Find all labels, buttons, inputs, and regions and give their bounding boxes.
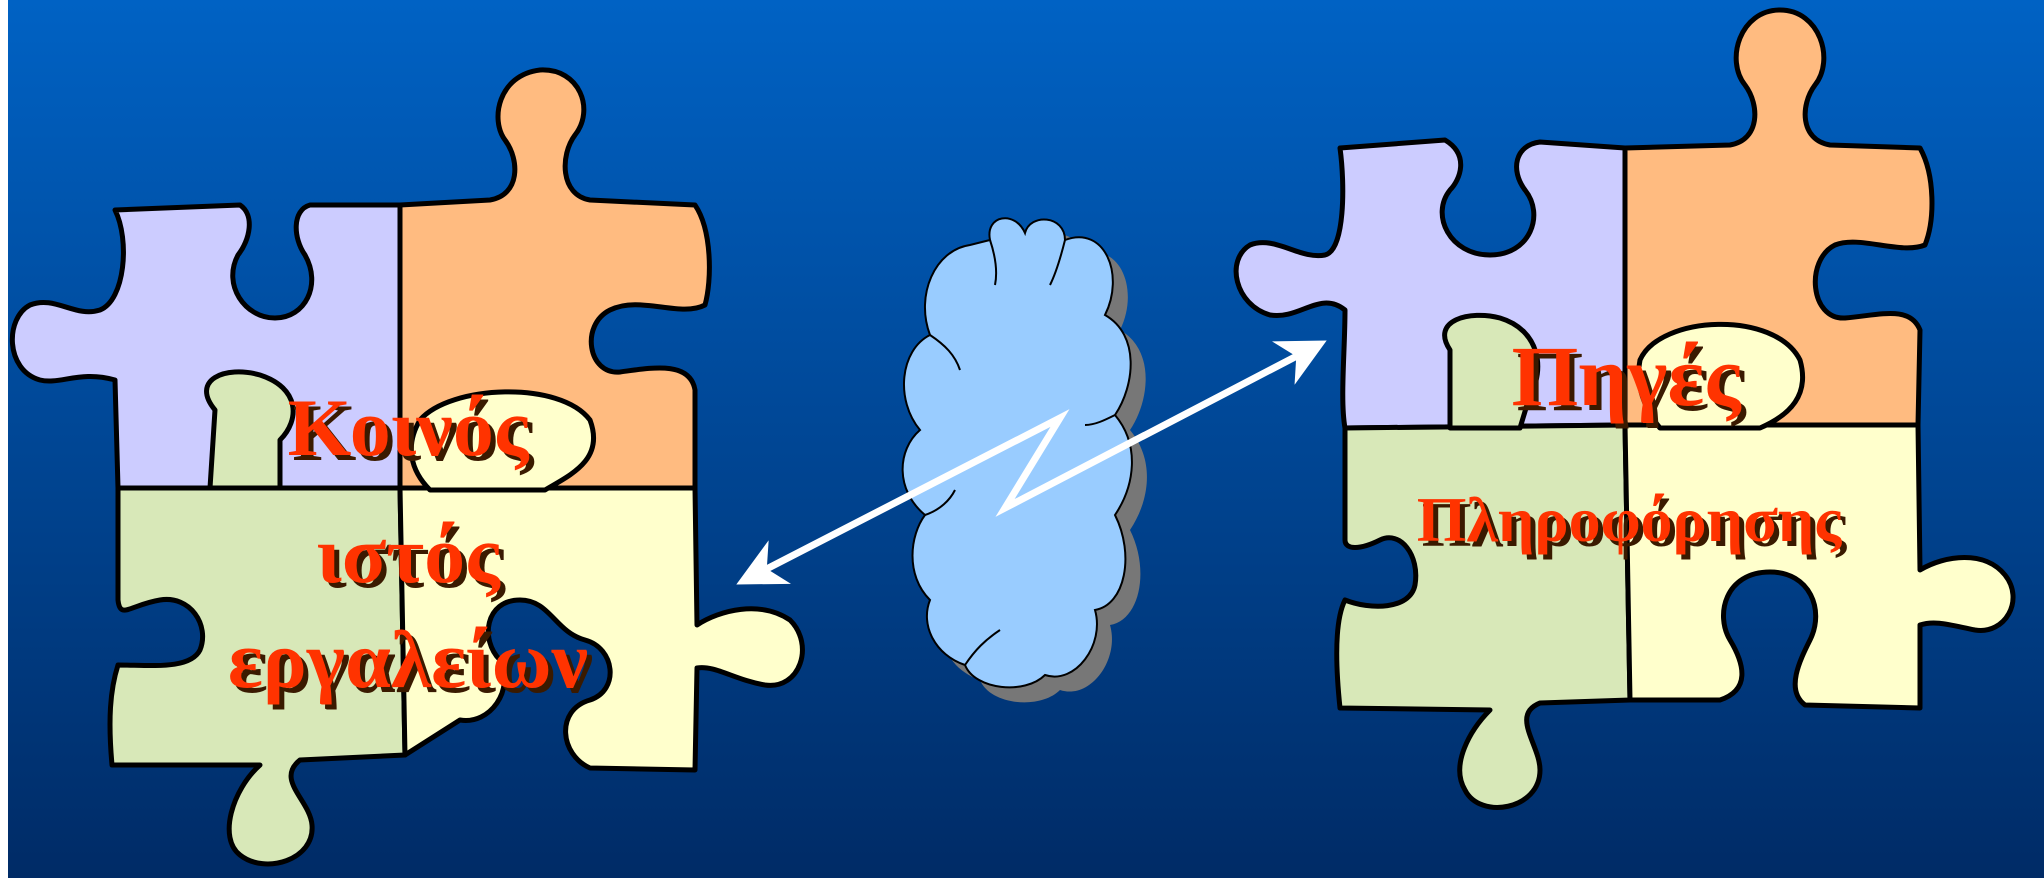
puzzle-piece-peach-right	[1622, 7, 1935, 428]
left-label-line-3-shadow: εργαλείων	[233, 619, 593, 710]
left-label-line-1: Κοινός	[288, 382, 530, 473]
left-label-line-3: εργαλείων	[228, 614, 588, 705]
cloud-icon	[901, 217, 1147, 703]
right-puzzle-cluster	[1233, 7, 2016, 810]
lightning-bolt-double-arrow-icon	[736, 340, 1327, 585]
puzzle-piece-sage-right	[1334, 422, 1633, 810]
puzzle-piece-cream-tab-left	[408, 389, 597, 493]
puzzle-piece-cream-tab-right	[1636, 321, 1806, 431]
left-label-line-1-shadow: Κοινός	[293, 387, 535, 478]
right-label-title: Πηγές	[1512, 328, 1743, 424]
right-label-title-shadow: Πηγές	[1517, 333, 1748, 429]
puzzle-piece-sage-tab-right	[1442, 312, 1541, 431]
puzzle-piece-sage-left	[107, 485, 408, 867]
puzzle-piece-cream-right	[1622, 422, 2016, 711]
puzzle-piece-peach-left	[397, 67, 712, 491]
puzzle-piece-cream-left	[397, 485, 805, 773]
right-label-subtitle-shadow: Πληροφόρησης	[1422, 489, 1848, 560]
right-label: Πηγές Πηγές Πληροφόρησης Πληροφόρησης	[1417, 328, 1848, 560]
puzzle-piece-sage-tab-left	[204, 369, 296, 491]
left-puzzle-cluster	[9, 67, 805, 867]
left-label: Κοινός Κοινός ιστός ιστός εργαλείων εργα…	[228, 382, 593, 710]
connector-arrow	[736, 340, 1327, 585]
left-label-line-2-shadow: ιστός	[321, 514, 506, 605]
left-label-line-2: ιστός	[316, 509, 501, 600]
right-label-subtitle: Πληροφόρησης	[1417, 484, 1843, 555]
